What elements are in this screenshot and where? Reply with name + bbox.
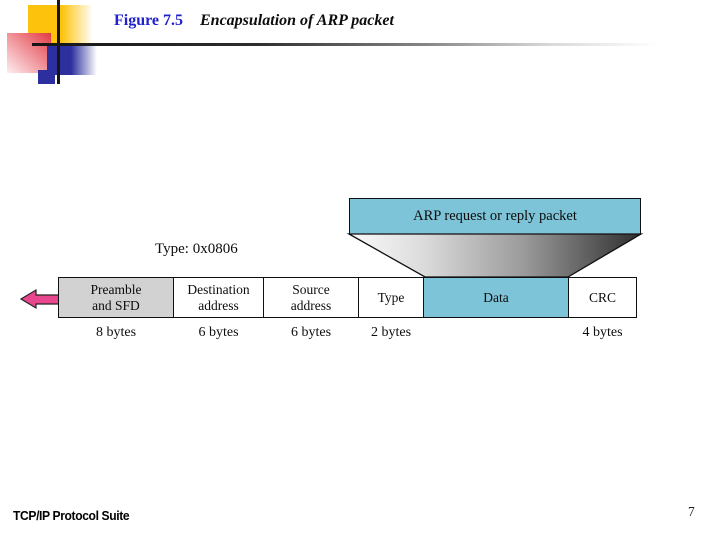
- field-label-line1: Type: [377, 289, 405, 305]
- field-box-preamble: Preamble and SFD: [58, 277, 174, 318]
- bytes-label-type: 2 bytes: [370, 325, 412, 340]
- footer-book-title: TCP/IP Protocol Suite: [13, 508, 130, 523]
- field-label-line1: CRC: [588, 289, 616, 305]
- bytes-label-preamble: 8 bytes: [95, 325, 137, 340]
- field-label-line2: address: [198, 297, 239, 313]
- logo-blue-square: [47, 45, 97, 75]
- figure-number-label: Figure 7.5: [114, 12, 184, 29]
- field-label-line1: Destination: [187, 281, 250, 297]
- field-box-type: Type: [358, 277, 424, 318]
- type-value-annotation: Type: 0x0806: [155, 241, 238, 257]
- field-label-line1: Data: [483, 289, 509, 305]
- header-divider-line: [32, 43, 677, 46]
- bytes-label-crc: 4 bytes: [582, 325, 623, 340]
- logo-red-square: [7, 33, 51, 73]
- field-box-data: Data: [423, 277, 569, 318]
- field-label-line2: address: [290, 297, 332, 313]
- field-box-crc: CRC: [568, 277, 637, 318]
- field-box-source-address: Source address: [263, 277, 359, 318]
- logo-vertical-line: [57, 0, 60, 84]
- arp-packet-label: ARP request or reply packet: [413, 208, 577, 224]
- logo-blue-small-square: [38, 70, 55, 84]
- field-label-line1: Source: [292, 281, 330, 297]
- encapsulation-funnel: [346, 233, 644, 278]
- page-number: 7: [688, 504, 695, 519]
- bytes-label-destination: 6 bytes: [198, 325, 239, 340]
- field-label-line2: and SFD: [92, 297, 140, 313]
- figure-title: Encapsulation of ARP packet: [200, 12, 394, 29]
- arp-packet-box: ARP request or reply packet: [349, 198, 641, 235]
- bytes-label-source: 6 bytes: [290, 325, 332, 340]
- field-label-line1: Preamble: [90, 281, 142, 297]
- field-box-destination-address: Destination address: [173, 277, 264, 318]
- left-direction-arrow-icon: [19, 288, 60, 310]
